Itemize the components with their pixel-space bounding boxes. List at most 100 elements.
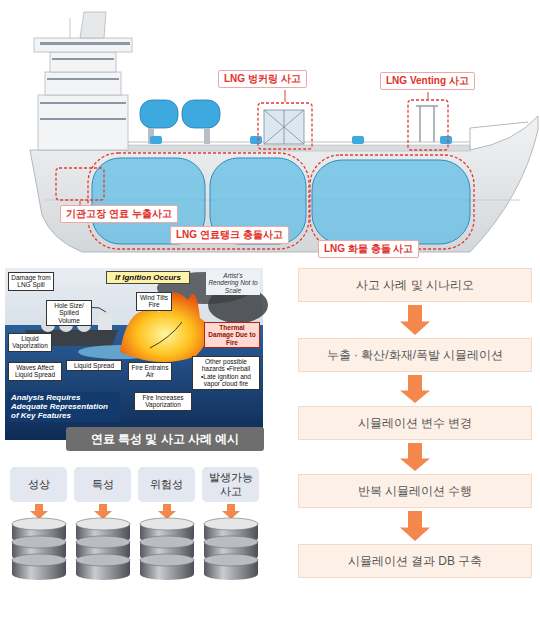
accident-zones [310, 155, 474, 249]
flow-arrow [400, 443, 430, 471]
spill-fire-picture [5, 268, 268, 440]
bunkering-station [264, 110, 304, 144]
spill-fire-picture [150, 322, 182, 348]
node-text: 특성 [92, 478, 114, 491]
property-box: 발생가능 사고 [202, 467, 259, 502]
superstructure [70, 18, 71, 38]
database-icon [76, 536, 130, 548]
superstructure [34, 12, 132, 150]
vent-mast [433, 106, 434, 142]
accident-callout: LNG 화물 충돌 사고 [318, 240, 419, 258]
accident-zones [88, 153, 309, 249]
flow-arrow [400, 511, 430, 541]
database-icon [204, 518, 258, 530]
node-text: 누출 · 확산/화재/폭발 시뮬레이션 [327, 348, 504, 363]
section-band: 연료 특성 및 사고 사례 예시 [66, 427, 264, 451]
bunkering-station [264, 110, 304, 144]
picture-label: Other possible hazards •Fireball •Late i… [192, 356, 260, 390]
database-icon [76, 518, 130, 530]
fuel-tanks [204, 128, 210, 144]
bunkering-station [264, 110, 304, 144]
bunkering-station [284, 110, 285, 144]
database-icon [76, 554, 130, 566]
node-text: 기관고장 연료 누출사고 [66, 208, 172, 220]
node-text: LNG 연료탱크 충돌사고 [176, 229, 283, 241]
down-arrow [222, 504, 240, 519]
accident-callout: LNG Venting 사고 [380, 72, 475, 90]
node-text: 시뮬레이션 결과 DB 구축 [348, 554, 483, 569]
database-icon [140, 554, 194, 566]
down-arrow [94, 504, 112, 519]
database-icon [204, 536, 258, 548]
picture-label: Fire Entrains Air [128, 362, 172, 381]
picture-label: Fire Increases Vaporization [134, 392, 192, 411]
node-text: 성상 [28, 478, 50, 491]
picture-label: Damage from LNG Spill [8, 272, 54, 291]
database-icon [140, 536, 194, 548]
node-text: 위험성 [150, 478, 183, 491]
process-box: 누출 · 확산/화재/폭발 시뮬레이션 [298, 338, 532, 372]
fuel-tanks [440, 136, 452, 144]
accident-callout: LNG 연료탱크 충돌사고 [170, 226, 289, 244]
down-arrow [30, 504, 48, 519]
down-arrow [158, 504, 176, 519]
superstructure [47, 78, 119, 80]
process-box: 시뮬레이션 변수 변경 [298, 406, 532, 440]
superstructure [50, 52, 116, 72]
accident-callout: 기관고장 연료 누출사고 [60, 205, 178, 223]
superstructure [40, 42, 130, 120]
vent-mast [416, 105, 438, 106]
fuel-tanks [312, 160, 470, 244]
accident-zones [56, 100, 474, 249]
database-icon [12, 518, 66, 530]
accident-zones [56, 168, 104, 200]
vent-mast [419, 106, 420, 142]
property-box: 성상 [10, 467, 67, 502]
superstructure [40, 102, 126, 104]
leader-lines [428, 92, 429, 99]
process-box: 사고 사례 및 시나리오 [298, 268, 532, 302]
accident-zones [408, 100, 448, 150]
spill-fire-picture [120, 292, 209, 362]
picture-label: Artist's Rendering Not to Scale [206, 271, 260, 295]
fuel-tanks [250, 136, 262, 144]
node-text: 반복 시뮬레이션 수행 [358, 484, 473, 499]
fuel-tanks [352, 136, 364, 144]
property-box: 위험성 [138, 467, 195, 502]
accident-zones [258, 103, 312, 149]
picture-label: Thermal Damage Due to Fire [204, 322, 260, 348]
ship-hull [470, 122, 528, 150]
superstructure [40, 42, 130, 45]
down-arrow [30, 504, 240, 519]
picture-label: Hole Size/ Spilled Volume [46, 300, 92, 326]
superstructure [34, 38, 132, 52]
superstructure [45, 72, 121, 95]
process-box: 반복 시뮬레이션 수행 [298, 474, 532, 508]
fuel-tanks [150, 136, 162, 144]
flow-arrow [400, 375, 430, 403]
flow-arrow [400, 305, 430, 335]
database-icon [12, 554, 66, 566]
node-text: 사고 사례 및 시나리오 [356, 278, 474, 293]
spill-fire-picture [98, 314, 112, 330]
node-text: LNG Venting 사고 [386, 75, 469, 87]
leader-lines [285, 90, 286, 102]
database-icon [12, 536, 66, 548]
fuel-tanks [140, 100, 178, 128]
fuel-tanks [182, 100, 220, 128]
database-icon [204, 554, 258, 566]
vent-mast [416, 106, 438, 142]
property-box: 특성 [74, 467, 131, 502]
superstructure [38, 95, 128, 150]
superstructure [52, 58, 114, 60]
picture-label: Analysis Requires Adequate Representatio… [8, 392, 120, 422]
leader-lines [80, 90, 428, 205]
database-icon [140, 518, 194, 530]
ship-hull [125, 145, 470, 151]
database-icon [12, 518, 258, 580]
node-text: LNG 벙커링 사고 [224, 73, 301, 85]
picture-label: Liquid Spread [66, 360, 122, 371]
picture-label: If Ignition Occurs [106, 271, 190, 284]
picture-label: Waves Affect Liquid Spread [8, 362, 62, 381]
